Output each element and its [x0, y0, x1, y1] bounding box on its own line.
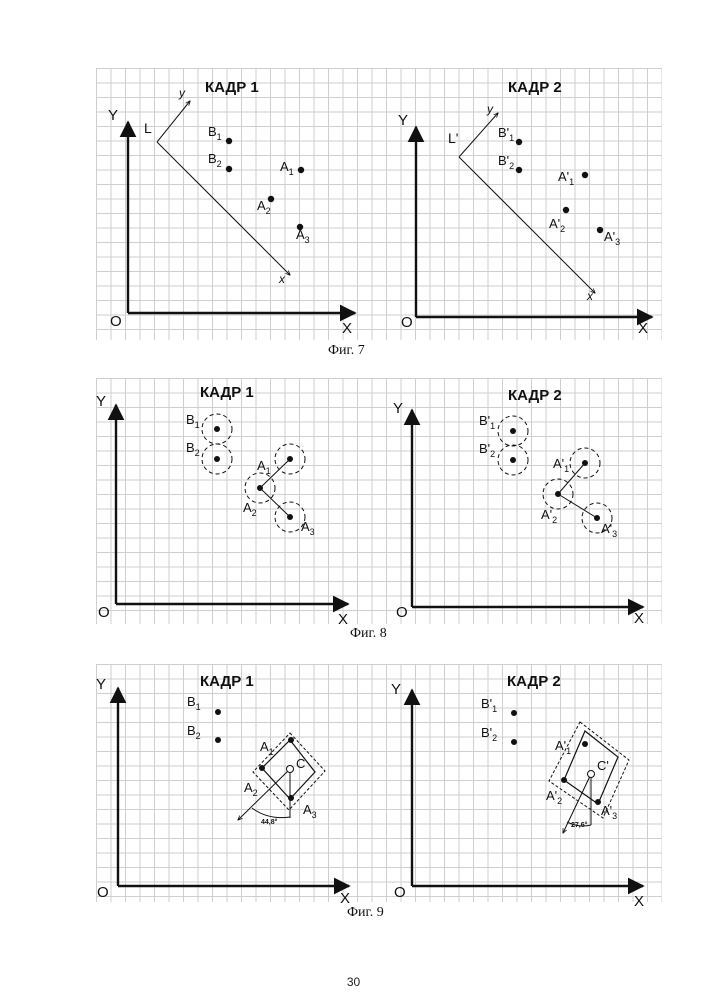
point-a1 — [288, 737, 294, 743]
fig9-frame1-axes — [118, 688, 349, 886]
point-a2-prime — [561, 777, 567, 783]
fig9-f1-angle: 44,8° — [261, 818, 278, 826]
fig9-f1-origin: O — [97, 884, 109, 901]
fig9-f2-axis-x: X — [634, 893, 644, 910]
point-c-prime — [588, 771, 595, 778]
fig9-caption: Фиг. 9 — [347, 905, 384, 921]
point-b1-prime — [511, 710, 517, 716]
fig9-f2-label-a2: A'2 — [546, 788, 562, 806]
fig9-f1-label-a3: A3 — [303, 802, 317, 820]
fig9-f1-axis-y: Y — [96, 676, 106, 693]
fig9-f2-title: КАДР 2 — [507, 673, 561, 690]
fig9-f2-angle: 27,6° — [571, 821, 588, 829]
fig9-f1-label-a1: A1 — [260, 739, 274, 757]
fig9-f2-label-c: C' — [597, 758, 609, 773]
fig9-f1-title: КАДР 1 — [200, 673, 254, 690]
fig9-f1-label-b2: B2 — [187, 723, 201, 741]
point-b2 — [215, 737, 221, 743]
fig9-f2-label-b2: B'2 — [481, 725, 497, 743]
fig9-f2-origin: O — [394, 884, 406, 901]
point-a1-prime — [582, 741, 588, 747]
point-b2-prime — [511, 739, 517, 745]
fig9-f1-label-c: C — [296, 756, 305, 771]
point-b1 — [215, 709, 221, 715]
point-c — [287, 766, 294, 773]
fig9-f2-axis-y: Y — [391, 681, 401, 698]
fig9-f1-label-b1: B1 — [187, 694, 201, 712]
fig9-f1-label-a2: A2 — [244, 780, 258, 798]
fig9-frame2-axes — [412, 690, 643, 886]
page-number: 30 — [0, 975, 707, 989]
point-a2 — [259, 765, 265, 771]
fig9-f2-label-a3: A'3 — [601, 803, 617, 821]
point-a3 — [288, 795, 294, 801]
fig9-f2-label-b1: B'1 — [481, 696, 497, 714]
